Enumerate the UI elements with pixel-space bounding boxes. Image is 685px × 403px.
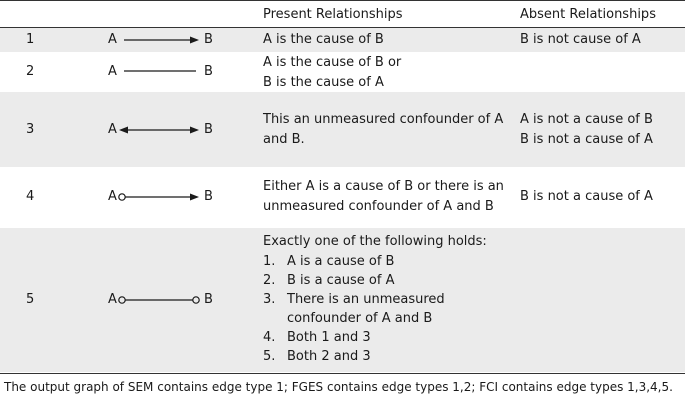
item-text: There is an unmeasured confounder of A a… [287, 292, 445, 326]
table-row: 1 A B A is the cause of B B is not cause… [0, 28, 685, 52]
node-a: A [108, 122, 117, 137]
edge-bidirected: A B [104, 120, 220, 140]
item-number: 3. [263, 292, 276, 307]
node-a: A [108, 189, 117, 204]
row-number: 3 [26, 122, 35, 137]
row-number: 1 [26, 32, 35, 47]
item-text: A is a cause of B [287, 254, 395, 269]
node-a: A [108, 292, 117, 307]
options-list: 1.A is a cause of B 2.B is a cause of A … [263, 252, 508, 366]
list-item: 3. There is an unmeasured confounder of A… [263, 290, 487, 328]
header-absent: Absent Relationships [520, 7, 656, 22]
circle-arrow-edge-icon [118, 193, 199, 201]
line-edge-icon [124, 70, 196, 72]
node-b: B [204, 64, 213, 79]
absent-text: B is not cause of A [520, 32, 641, 47]
present-text: A is the cause of B [263, 32, 384, 47]
item-text: Both 2 and 3 [287, 349, 371, 364]
absent-text: A is not a cause of B B is not a cause o… [520, 112, 653, 147]
node-b: B [204, 32, 213, 47]
item-text: B is a cause of A [287, 273, 395, 288]
node-b: B [204, 292, 213, 307]
arrow-edge-icon [124, 36, 199, 44]
list-item: 5. Both 2 and 3 [263, 347, 508, 366]
table-row: 5 A B Exactly one of the following holds… [0, 228, 685, 372]
present-options: Exactly one of the following holds: 1. A … [263, 232, 508, 366]
list-item: 1. A is a cause of B [263, 252, 508, 271]
present-text: Either A is a cause of B or there is an … [263, 179, 504, 214]
edge-directed: A B [104, 30, 220, 50]
present-text: A is the cause of B or B is the cause of… [263, 55, 402, 90]
item-number: 5. [263, 349, 276, 364]
edge-circle-circle: A B [104, 290, 220, 310]
table-row: 3 A B This an unmeasured confounder of A… [0, 92, 685, 167]
row-number: 4 [26, 189, 35, 204]
bidirected-arrow-icon [119, 126, 199, 134]
item-number: 1. [263, 254, 276, 269]
item-number: 2. [263, 273, 276, 288]
absent-text: B is not a cause of A [520, 189, 653, 204]
node-a: A [108, 64, 117, 79]
header-present: Present Relationships [263, 7, 403, 22]
node-a: A [108, 32, 117, 47]
row-number: 2 [26, 64, 35, 79]
header-rule [0, 27, 685, 28]
top-rule [0, 0, 685, 1]
edge-undirected: A B [104, 62, 220, 82]
edge-circle-arrow: A B [104, 187, 220, 207]
list-item: 2. B is a cause of A [263, 271, 508, 290]
node-b: B [204, 122, 213, 137]
table-footnote: The output graph of SEM contains edge ty… [4, 380, 673, 394]
table-row: 2 A B A is the cause of B or B is the ca… [0, 52, 685, 92]
table-row: 4 A B Either A is a cause of B or there … [0, 167, 685, 228]
present-intro: Exactly one of the following holds: [263, 234, 487, 249]
item-text: Both 1 and 3 [287, 330, 371, 345]
row-number: 5 [26, 292, 35, 307]
present-text: This an unmeasured confounder of A and B… [263, 112, 504, 147]
circle-circle-edge-icon [118, 296, 200, 304]
item-number: 4. [263, 330, 276, 345]
bottom-rule [0, 373, 685, 374]
list-item: 4. Both 1 and 3 [263, 328, 508, 347]
node-b: B [204, 189, 213, 204]
